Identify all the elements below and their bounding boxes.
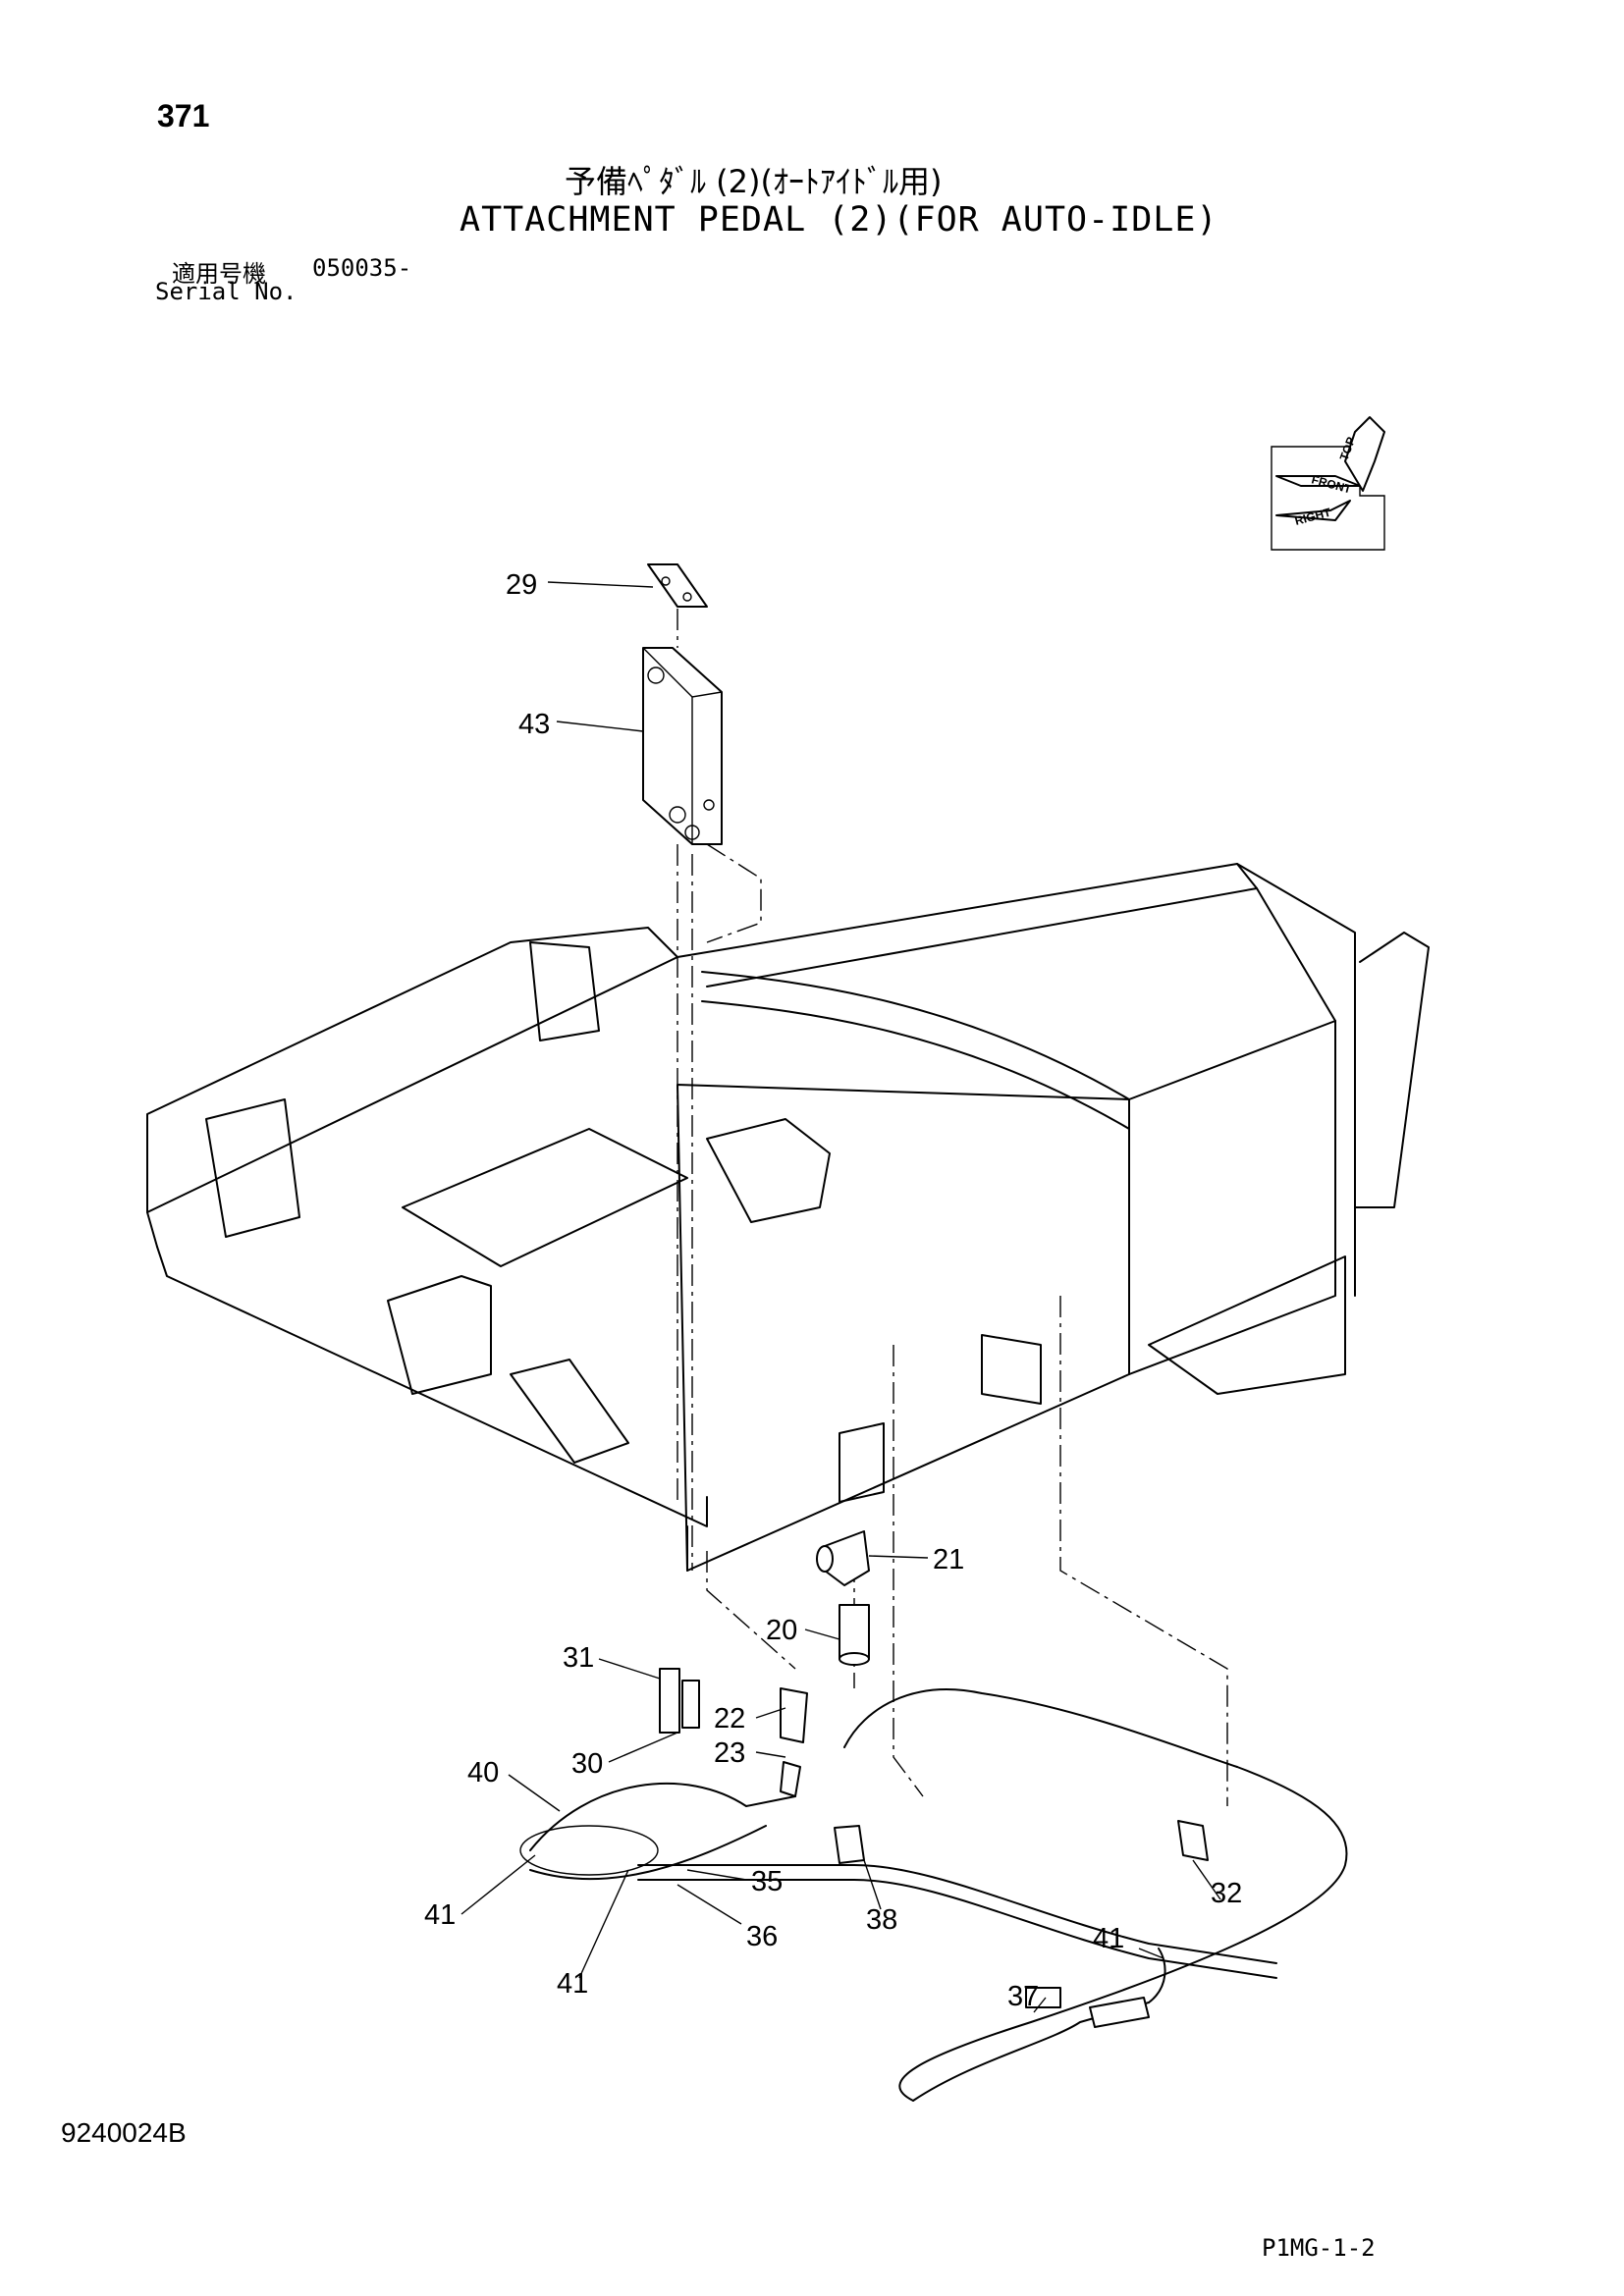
part-43-block [642,647,723,845]
leader-lines [460,581,1221,2013]
floor-frame [146,863,1430,1572]
part-29-plate [647,563,708,608]
callout-40: 40 [467,1757,499,1789]
callout-31: 31 [563,1642,594,1674]
sheet-code: P1MG-1-2 [1262,2234,1376,2262]
assembly-lines [677,609,1228,1806]
title-japanese: 予備ﾍﾟﾀﾞﾙ (2)(ｵｰﾄｱｲﾄﾞﾙ用) [565,163,943,200]
callout-36: 36 [746,1921,778,1952]
callout-30: 30 [571,1748,603,1780]
serial-number-value: 050035- [312,254,412,282]
callout-43: 43 [518,709,550,740]
callout-38: 38 [866,1904,897,1936]
callout-29: 29 [506,569,537,601]
title-english: ATTACHMENT PEDAL (2)(FOR AUTO-IDLE) [460,200,1218,240]
callout-41-left: 41 [424,1899,456,1931]
page-number: 371 [157,98,210,133]
part-21-elbow [816,1530,870,1586]
serial-label-japanese: 適用号機 [172,260,266,288]
serial-label-english: Serial No. [155,278,298,305]
callout-35: 35 [751,1866,783,1897]
callout-41-right: 41 [1093,1923,1124,1954]
callout-41-bottom: 41 [557,1968,588,2000]
callout-21: 21 [933,1544,964,1575]
hose-harness [519,1688,1348,2102]
orientation-indicator: TOP FRONT RIGHT [1271,416,1385,551]
right-axis-label: RIGHT [1293,506,1332,528]
callout-labels: 29 43 21 20 31 22 30 23 40 35 41 36 38 3… [424,569,1242,2012]
part-31-fitting [659,1668,700,1734]
callout-37: 37 [1007,1981,1039,2012]
callout-20: 20 [766,1615,797,1646]
part-20-switch [839,1604,870,1666]
callout-32: 32 [1211,1878,1242,1909]
callout-22: 22 [714,1703,745,1735]
part-32-connector [1177,1820,1209,1861]
callout-23: 23 [714,1737,745,1769]
document-code: 9240024B [61,2117,187,2148]
part-22-23-fitting [780,1687,808,1797]
